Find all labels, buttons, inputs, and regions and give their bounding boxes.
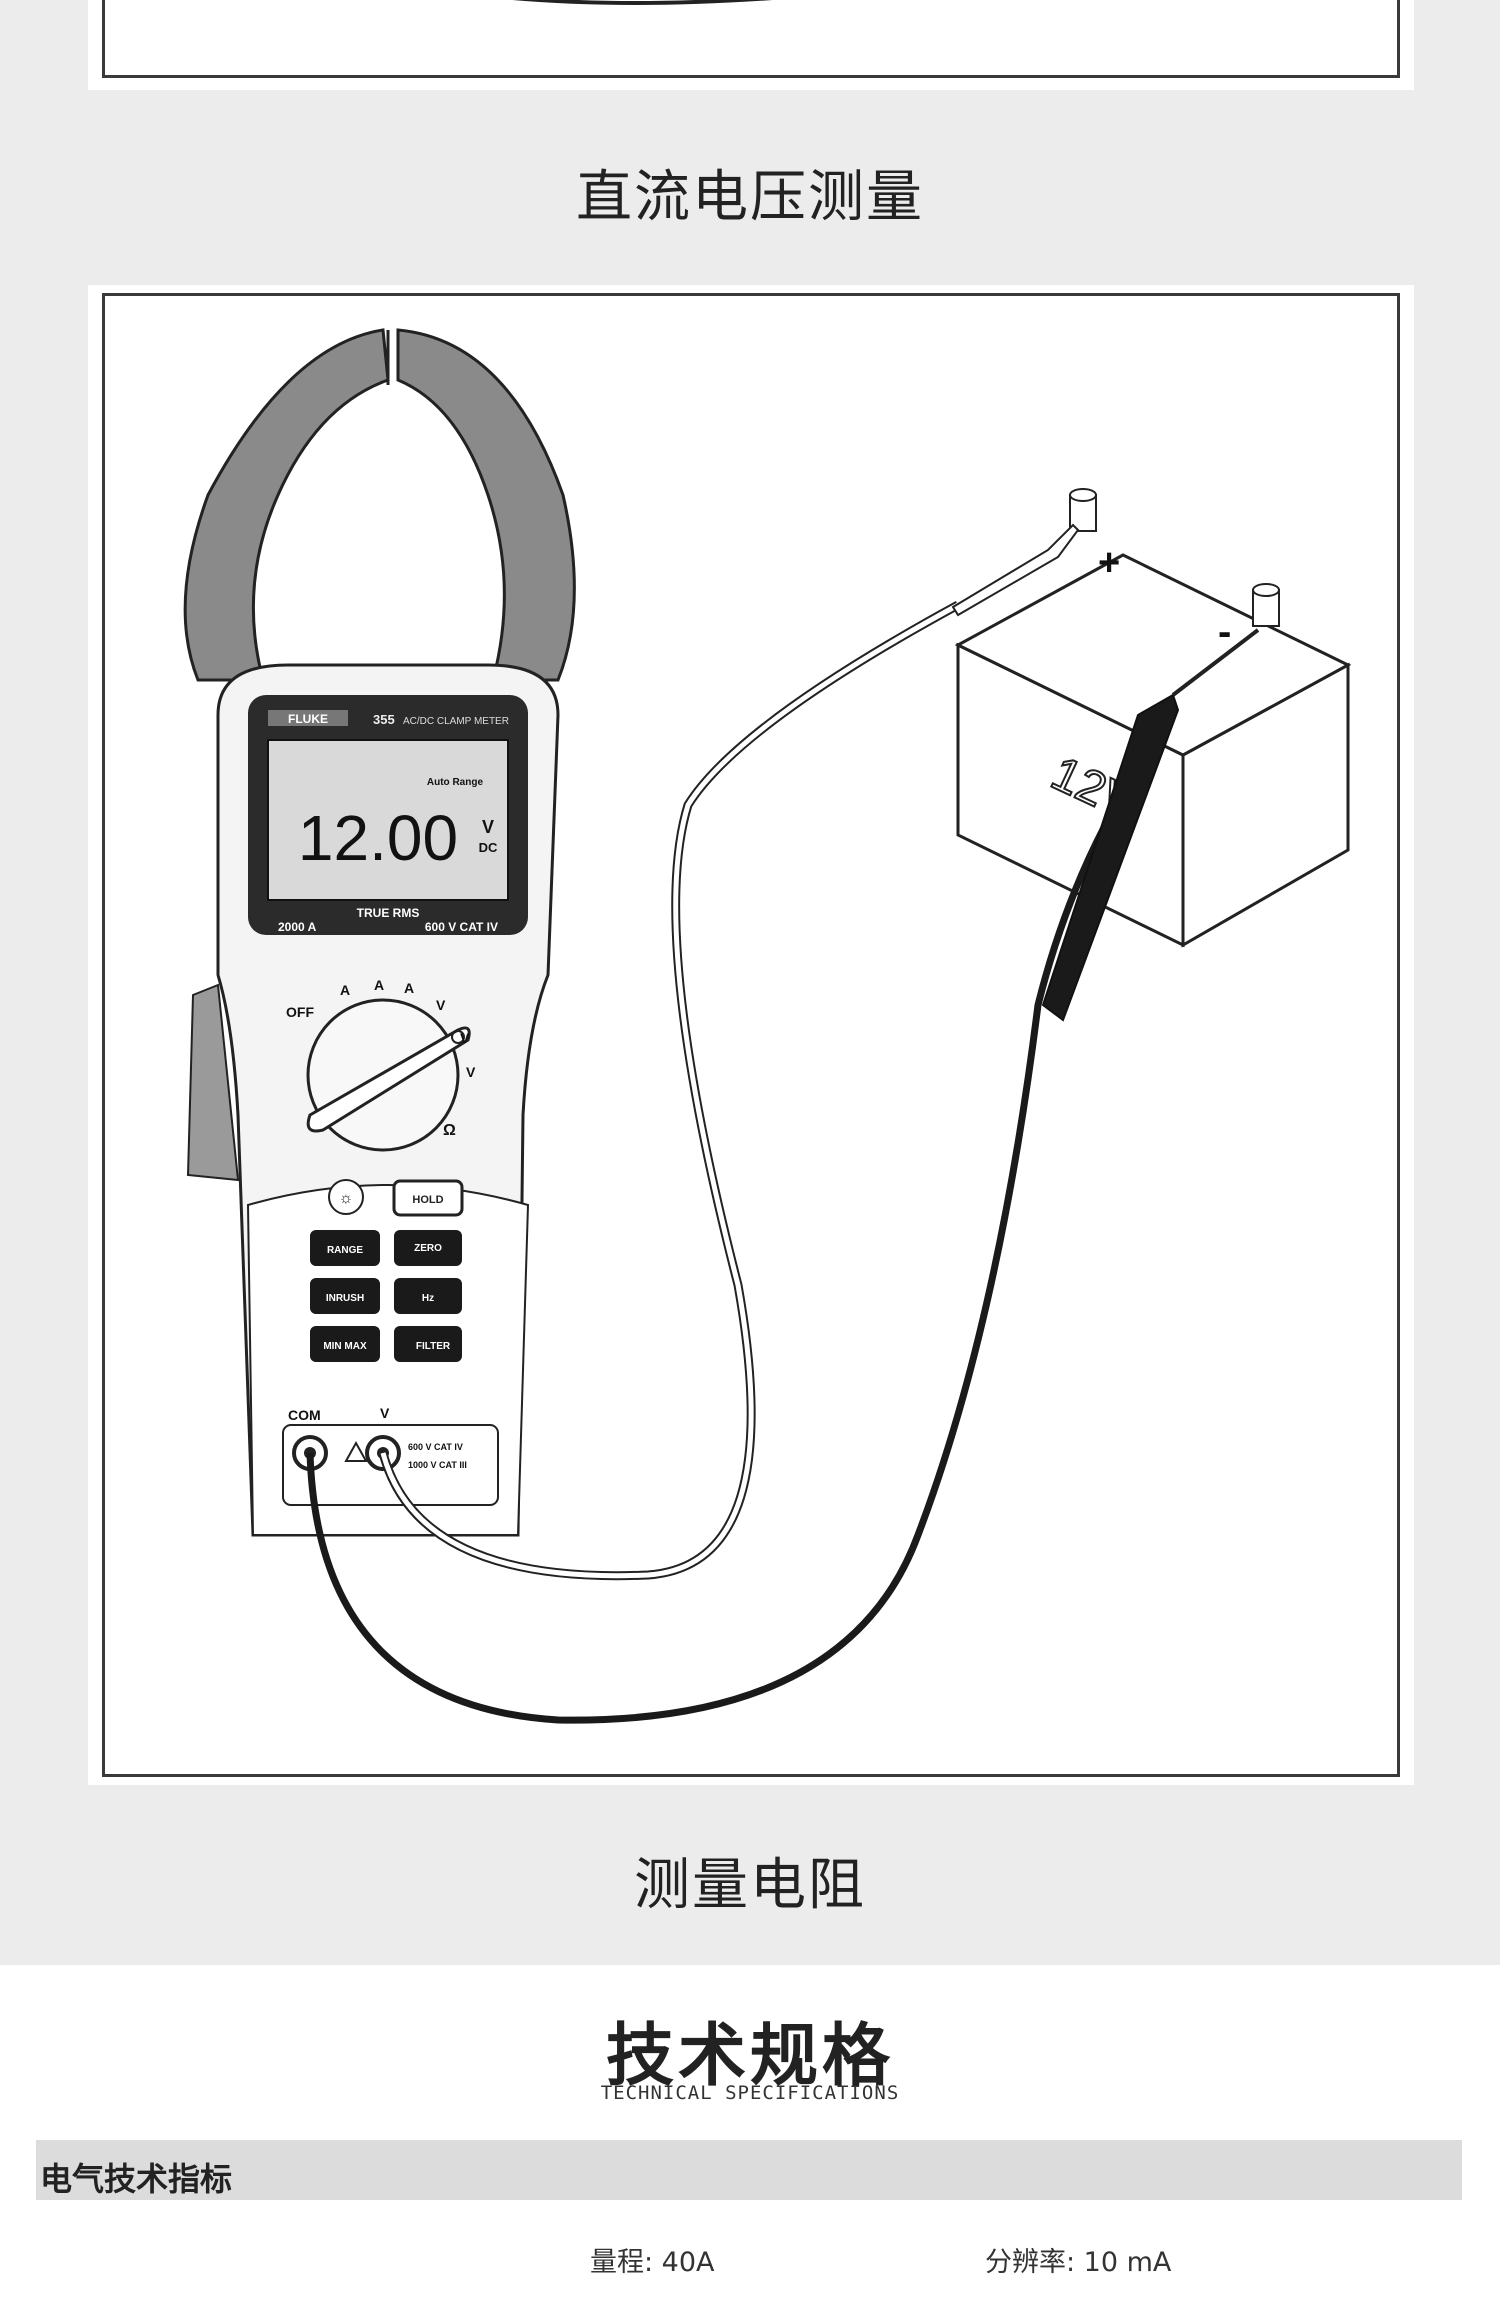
meter-button-label: RANGE <box>327 1245 363 1256</box>
inrush-button <box>310 1278 380 1314</box>
caption-resistance: 测量电阻 <box>634 1853 866 1918</box>
lcd-unit-v: V <box>482 817 494 837</box>
brand-logo: FLUKE <box>288 712 328 726</box>
top-illustration-frame <box>102 0 1400 78</box>
backlight-button <box>328 1179 364 1215</box>
max-current-label: 2000 A <box>278 920 317 934</box>
dial-v-acdc: V <box>466 1064 476 1080</box>
meter-button-label: MIN MAX <box>323 1341 367 1352</box>
probe-red <box>951 523 1080 617</box>
spec-title: 技术规格 <box>605 2017 894 2096</box>
spec-section-label: 电气技术指标 <box>40 2160 233 2198</box>
true-rms-label: TRUE RMS <box>357 906 420 920</box>
spec-resolution: 分辨率: 10 mA <box>985 2247 1172 2278</box>
jack-rating-2: 1000 V CAT III <box>408 1460 467 1470</box>
dial-a-ac: A <box>340 982 350 998</box>
filter-button <box>394 1326 462 1362</box>
spec-range: 量程: 40A <box>590 2247 715 2278</box>
minmax-button <box>310 1326 380 1362</box>
dial-v-ac: V <box>436 997 446 1013</box>
brand-plate <box>268 710 348 726</box>
dial-off: OFF <box>286 1004 314 1020</box>
jack-com-label: COM <box>288 1407 321 1423</box>
top-illustration-panel <box>88 0 1414 90</box>
top-lead-wire <box>512 0 773 5</box>
lcd-auto-range: Auto Range <box>427 777 484 788</box>
dial-a-acdc: A <box>404 980 414 996</box>
jack-v-label: V <box>380 1405 390 1421</box>
clamp-meter-diagram: FLUKE 355 AC/DC CLAMP METER Auto Range 1… <box>183 328 1352 1724</box>
dial-v-dc: V <box>460 1030 470 1046</box>
battery-top <box>954 553 1352 757</box>
model-number: 355 <box>373 712 395 727</box>
side-grip <box>186 983 240 1182</box>
meter-button-label: FILTER <box>416 1341 451 1352</box>
jack-rating-1: 600 V CAT IV <box>408 1442 463 1452</box>
clamp-jaw-left <box>183 328 390 682</box>
probe-black <box>1041 693 1180 1022</box>
range-button <box>310 1230 380 1266</box>
hold-button <box>392 1179 464 1217</box>
dial-knob <box>306 1026 471 1133</box>
hz-button <box>394 1278 462 1314</box>
zero-button <box>394 1230 462 1266</box>
test-lead-black <box>306 722 1171 1724</box>
battery-minus-mark: - <box>1218 610 1231 654</box>
spec-subtitle: TECHNICAL SPECIFICATIONS <box>600 2082 900 2104</box>
battery-plus-mark: + <box>1098 542 1120 584</box>
meter-button-label: ☼ <box>339 1190 354 1207</box>
dial-ohm: Ω <box>443 1122 456 1139</box>
meter-button-label: ZERO <box>414 1243 442 1254</box>
lcd-screen <box>267 739 509 901</box>
clamp-jaw-right <box>396 328 576 682</box>
warning-triangle-icon <box>344 1440 368 1462</box>
model-description: AC/DC CLAMP METER <box>403 716 509 727</box>
meter-button-label: Hz <box>422 1293 434 1304</box>
cat-rating-label: 600 V CAT IV <box>425 920 498 934</box>
lcd-reading: 12.00 <box>298 802 458 874</box>
meter-button-label: HOLD <box>412 1194 443 1206</box>
lcd-unit-dc: DC <box>479 840 498 855</box>
dial-a-dc: A <box>374 977 384 993</box>
spec-section-header: 电气技术指标 <box>36 2140 1462 2200</box>
resistance-illustration-panel: FLUKE 355 AC/DC CLAMP METER Auto Range 1… <box>88 285 1414 1785</box>
caption-dc-voltage: 直流电压测量 <box>576 165 924 230</box>
meter-button-label: INRUSH <box>326 1293 364 1304</box>
resistance-illustration-frame <box>102 293 1400 1777</box>
